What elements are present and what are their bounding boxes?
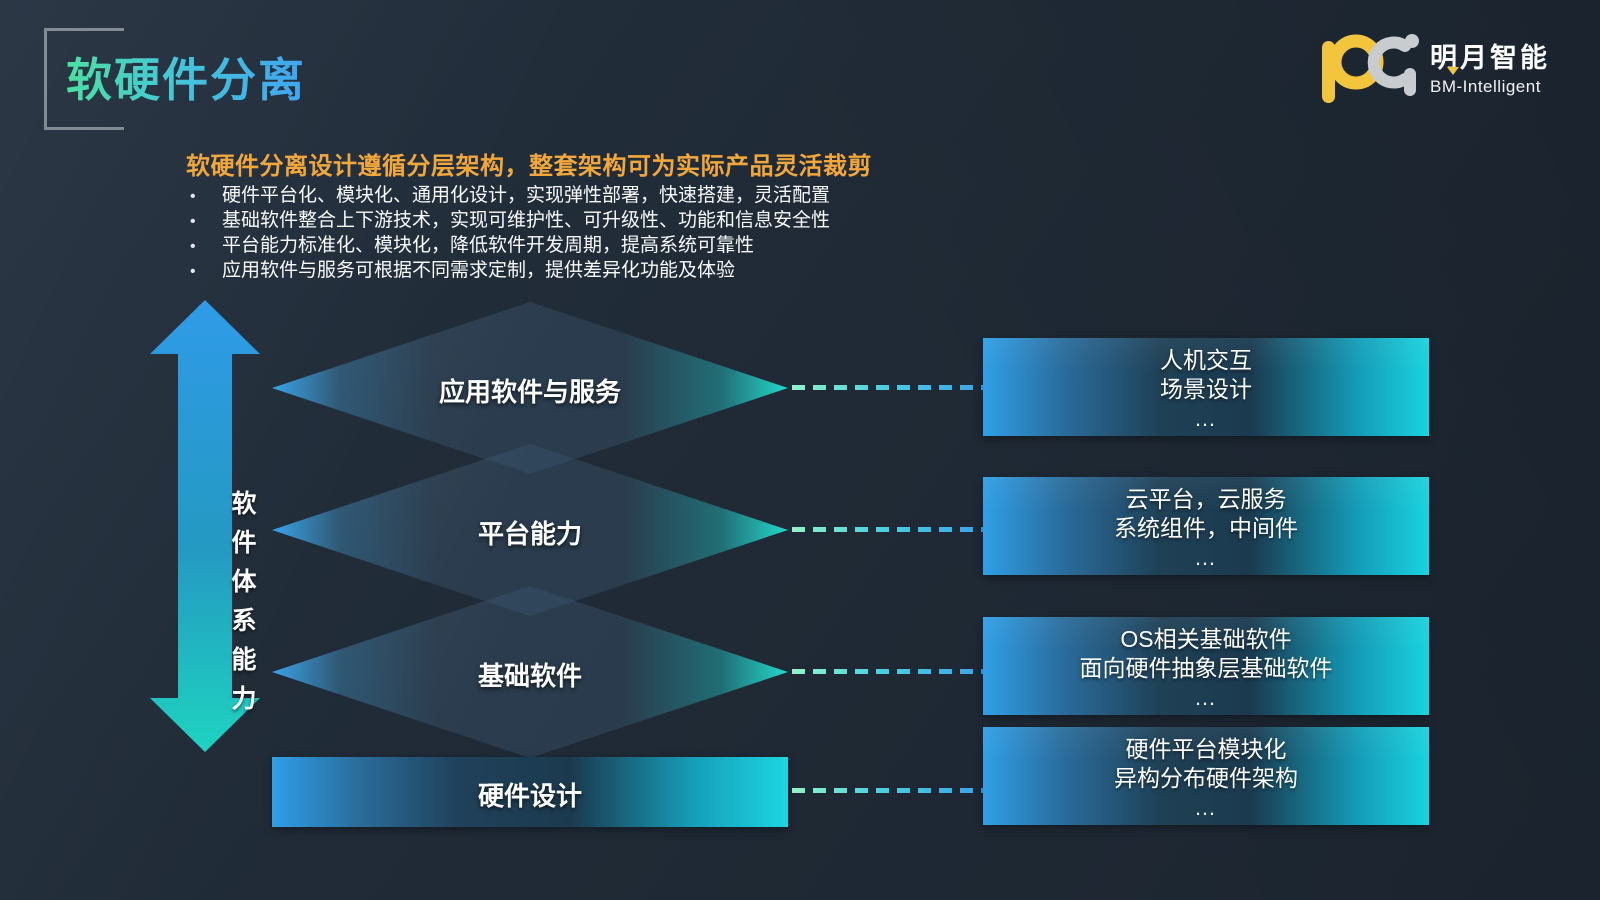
detail-box-platform: 云平台，云服务 系统组件，中间件 … [983,477,1429,575]
logo-subtitle: BM-Intelligent [1430,76,1541,96]
bullet-text: 硬件平台化、模块化、通用化设计，实现弹性部署，快速搭建，灵活配置 [222,185,831,206]
connector-dashed-line [792,385,984,390]
bullet-dot-icon: • [190,238,196,255]
connector-dashed-line [792,788,984,793]
detail-box-applications: 人机交互 场景设计 … [983,338,1429,436]
intro-heading: 软硬件分离设计遵循分层架构，整套架构可为实际产品灵活裁剪 [186,153,872,180]
bullet-dot-icon: • [190,213,196,230]
detail-ellipsis: … [1194,795,1218,820]
logo-mark-icon [1322,34,1419,103]
layer-label-applications: 应用软件与服务 [438,377,621,407]
axis-label: 软件体系能力 [228,490,256,724]
detail-line: 异构分布硬件架构 [1114,765,1298,791]
bullet-dot-icon: • [190,188,196,205]
bullet-item: • 应用软件与服务可根据不同需求定制，提供差异化功能及体验 [190,255,830,281]
bullet-list: • 硬件平台化、模块化、通用化设计，实现弹性部署，快速搭建，灵活配置 • 基础软… [190,180,831,281]
hardware-design-label: 硬件设计 [477,781,582,811]
detail-line: 场景设计 [1160,376,1252,402]
detail-ellipsis: … [1194,545,1218,570]
software-capability-arrow: 软件体系能力 [150,300,260,752]
hardware-design-bar [272,757,788,827]
title-bracket [44,28,124,130]
detail-line: 硬件平台模块化 [1125,736,1287,762]
bullet-text: 基础软件整合上下游技术，实现可维护性、可升级性、功能和信息安全性 [222,210,831,231]
bullet-text: 应用软件与服务可根据不同需求定制，提供差异化功能及体验 [222,260,736,281]
connector-dashed-line [792,669,984,674]
connector-dashed-line [792,527,984,532]
detail-ellipsis: … [1194,406,1218,431]
detail-line: OS相关基础软件 [1120,626,1292,652]
layer-label-basic-software: 基础软件 [477,661,582,691]
double-arrow-icon [150,300,260,752]
detail-box-hardware: 硬件平台模块化 异构分布硬件架构 … [983,727,1429,825]
detail-line: 人机交互 [1160,347,1252,373]
detail-ellipsis: … [1194,685,1218,710]
detail-line: 云平台，云服务 [1125,486,1287,512]
page-title: 软硬件分离 [66,44,306,110]
bullet-text: 平台能力标准化、模块化，降低软件开发周期，提高系统可靠性 [222,235,755,256]
layer-label-platform: 平台能力 [477,519,582,549]
detail-line: 面向硬件抽象层基础软件 [1079,655,1333,681]
detail-line: 系统组件，中间件 [1114,515,1298,541]
bullet-item: • 硬件平台化、模块化、通用化设计，实现弹性部署，快速搭建，灵活配置 [190,180,831,206]
bullet-dot-icon: • [190,263,196,280]
bullet-item: • 平台能力标准化、模块化，降低软件开发周期，提高系统可靠性 [190,230,830,256]
logo-triangle-icon [1447,66,1459,75]
company-logo: 明月智能 BM-Intelligent [1312,24,1550,108]
detail-box-basic-software: OS相关基础软件 面向硬件抽象层基础软件 … [983,617,1429,715]
bullet-item: • 基础软件整合上下游技术，实现可维护性、可升级性、功能和信息安全性 [190,205,831,231]
